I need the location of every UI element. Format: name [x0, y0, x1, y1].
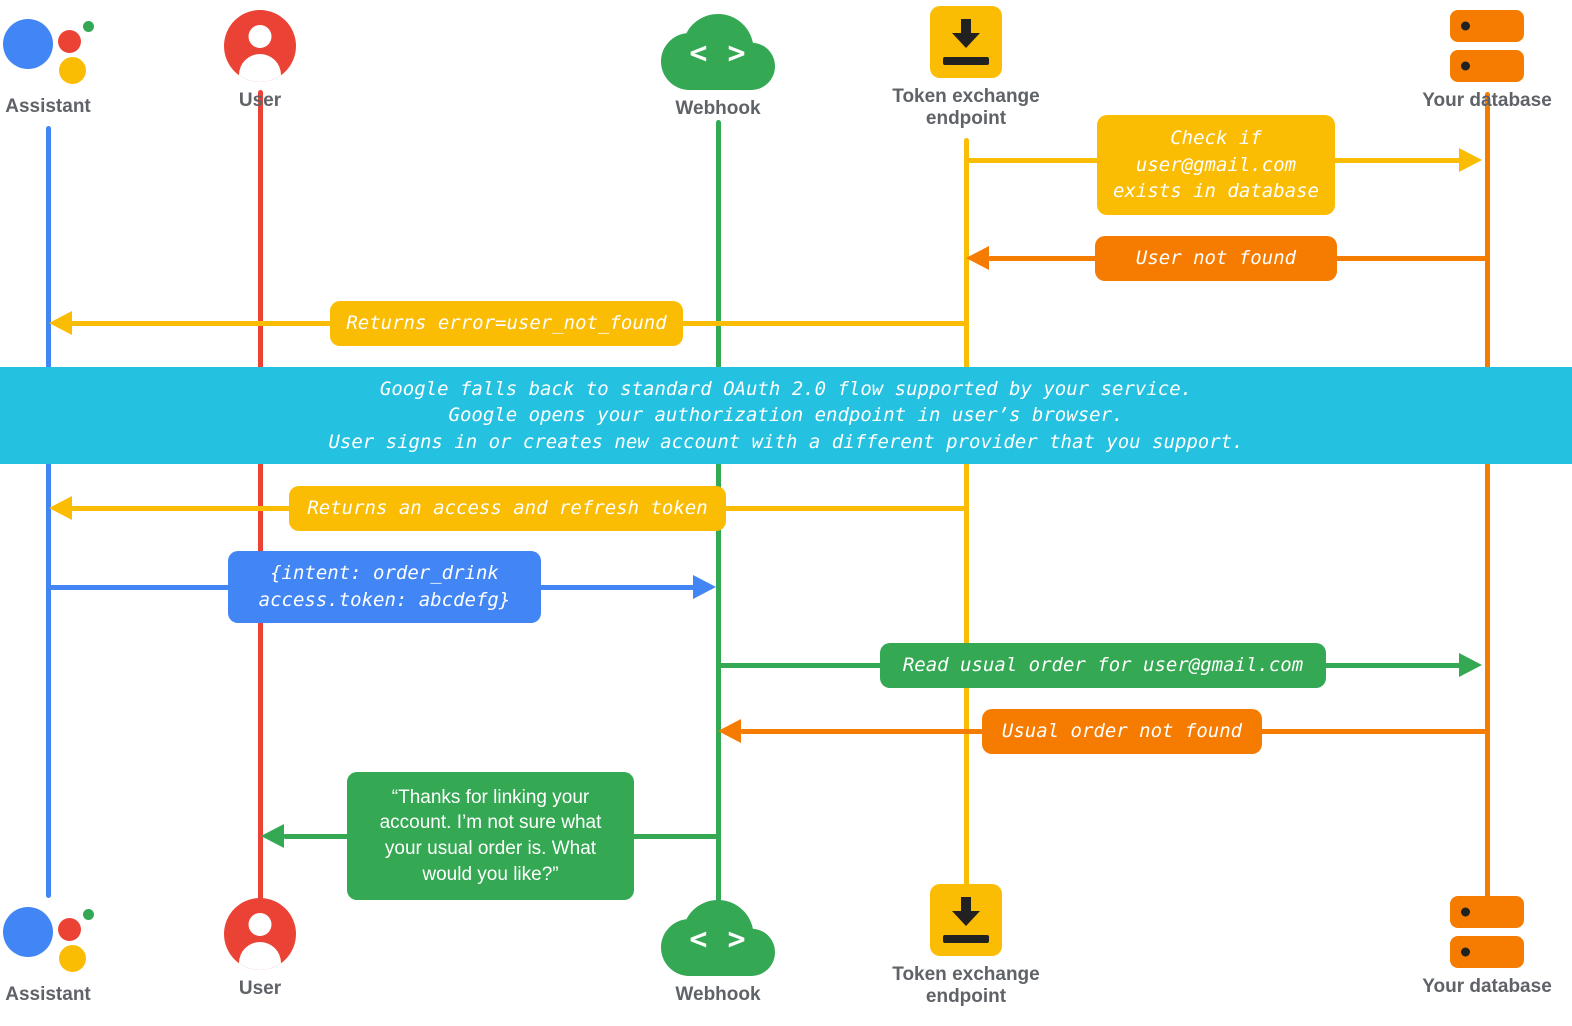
arrowhead-to-database	[1459, 148, 1482, 172]
database-dot	[1461, 61, 1470, 71]
actor-database-bottom: Your database	[1387, 896, 1572, 998]
actor-user-top: User	[160, 10, 360, 112]
download-tray-bar	[943, 57, 989, 65]
actor-assistant-bottom: Assistant	[0, 892, 148, 1006]
message-order-not-found: Usual order not found	[982, 709, 1262, 754]
actor-label-token-endpoint: Token exchange endpoint	[892, 964, 1040, 1007]
actor-label-assistant: Assistant	[5, 96, 91, 117]
assistant-yellow-dot-icon	[59, 57, 86, 84]
message-user-not-found: User not found	[1095, 236, 1337, 281]
actor-label-user: User	[238, 978, 282, 999]
database-row	[1450, 936, 1524, 968]
assistant-blue-dot-icon	[3, 907, 53, 957]
message-read-order: Read usual order for user@gmail.com	[880, 643, 1326, 688]
actor-label-database: Your database	[1422, 90, 1552, 111]
download-arrow-stem	[961, 19, 971, 34]
database-dot	[1461, 947, 1470, 957]
message-returns-tokens: Returns an access and refresh token	[289, 486, 726, 531]
database-dot	[1461, 21, 1470, 31]
person-icon	[224, 10, 296, 82]
google-assistant-icon	[1, 4, 95, 88]
arrowhead-to-user	[261, 824, 284, 848]
actor-label-webhook: Webhook	[675, 984, 761, 1005]
message-check-user: Check if user@gmail.com exists in databa…	[1097, 115, 1335, 215]
actor-label-token-endpoint: Token exchange endpoint	[892, 86, 1040, 129]
actor-label-assistant: Assistant	[5, 984, 91, 1005]
arrowhead-to-webhook	[718, 719, 741, 743]
actor-label-user: User	[238, 90, 282, 111]
assistant-red-dot-icon	[58, 30, 81, 53]
actor-assistant-top: Assistant	[0, 4, 148, 118]
database-icon	[1450, 896, 1524, 968]
lifeline-database	[1485, 92, 1490, 898]
lifeline-user	[258, 90, 263, 902]
database-row	[1450, 10, 1524, 42]
assistant-blue-dot-icon	[3, 19, 53, 69]
cloud-code-icon: < >	[661, 900, 775, 976]
token-exchange-icon	[930, 884, 1002, 956]
actor-token-endpoint-top: Token exchange endpoint	[866, 6, 1066, 130]
assistant-green-dot-icon	[83, 21, 94, 32]
actor-webhook-bottom: < > Webhook	[618, 900, 818, 1006]
database-row	[1450, 896, 1524, 928]
download-arrow-head	[952, 33, 980, 48]
download-arrow-stem	[961, 897, 971, 912]
cloud-shape	[661, 14, 775, 90]
token-exchange-icon	[930, 6, 1002, 78]
oauth-fallback-note: Google falls back to standard OAuth 2.0 …	[0, 367, 1572, 464]
database-dot	[1461, 907, 1470, 917]
actor-database-top: Your database	[1387, 10, 1572, 112]
person-head	[248, 25, 272, 48]
lifeline-assistant	[46, 126, 51, 898]
message-assistant-reply: “Thanks for linking your account. I’m no…	[347, 772, 634, 900]
cloud-code-icon: < >	[661, 14, 775, 90]
cloud-shape	[661, 900, 775, 976]
download-tray-bar	[943, 935, 989, 943]
assistant-green-dot-icon	[83, 909, 94, 920]
code-brackets-icon: < >	[689, 36, 747, 71]
actor-token-endpoint-bottom: Token exchange endpoint	[866, 884, 1066, 1008]
google-assistant-icon	[1, 892, 95, 976]
assistant-yellow-dot-icon	[59, 945, 86, 972]
arrowhead-to-assistant	[49, 496, 72, 520]
database-row	[1450, 50, 1524, 82]
message-returns-error: Returns error=user_not_found	[330, 301, 683, 346]
arrowhead-to-token-endpoint	[966, 246, 989, 270]
arrowhead-to-webhook	[693, 575, 716, 599]
actor-webhook-top: < > Webhook	[618, 14, 818, 120]
database-icon	[1450, 10, 1524, 82]
person-body	[239, 54, 281, 82]
message-intent: {intent: order_drink access.token: abcde…	[228, 551, 541, 623]
actor-user-bottom: User	[160, 898, 360, 1000]
actor-label-database: Your database	[1422, 976, 1552, 997]
arrowhead-to-database	[1459, 653, 1482, 677]
lifeline-token-endpoint	[964, 138, 969, 886]
person-icon	[224, 898, 296, 970]
code-brackets-icon: < >	[689, 922, 747, 957]
person-body	[239, 942, 281, 970]
actor-label-webhook: Webhook	[675, 98, 761, 119]
person-head	[248, 913, 272, 936]
download-arrow-head	[952, 911, 980, 926]
arrowhead-to-assistant	[49, 311, 72, 335]
assistant-red-dot-icon	[58, 918, 81, 941]
